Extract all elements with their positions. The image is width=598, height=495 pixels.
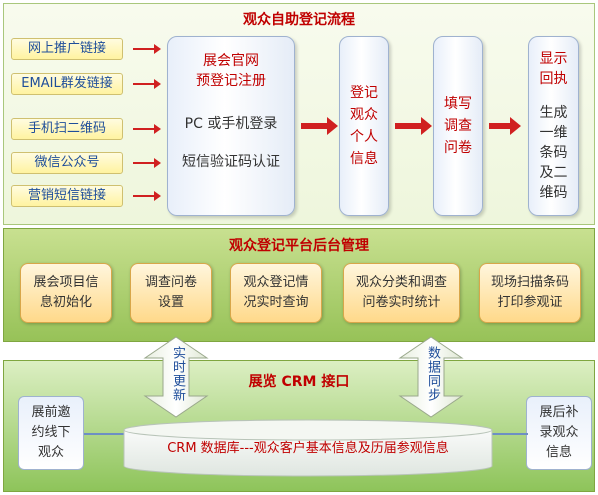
module-line: 观众登记情 bbox=[243, 275, 309, 290]
pre-show-invite-box: 展前邀约线下观众 bbox=[18, 396, 84, 470]
flow-arrow bbox=[301, 117, 338, 135]
module-survey-setup: 调查问卷设置 bbox=[130, 263, 212, 323]
module-line: 息初始化 bbox=[39, 295, 92, 310]
admin-title: 观众登记平台后台管理 bbox=[229, 238, 369, 254]
register-heading-1: 展会官网 bbox=[203, 53, 259, 69]
module-line: 打印参观证 bbox=[497, 295, 563, 310]
step-survey: 填写调查问卷 bbox=[433, 36, 483, 216]
crm-database-text: CRM 数据库---观众客户基本信息及历届参观信息 bbox=[167, 441, 449, 456]
source-arrow bbox=[133, 158, 161, 168]
module-statistics: 观众分类和调查问卷实时统计 bbox=[343, 263, 460, 323]
data-sync-arrow bbox=[398, 336, 464, 418]
module-line: 问卷实时统计 bbox=[362, 295, 441, 310]
source-online-link: 网上推广链接 bbox=[11, 38, 123, 60]
crm-database-label: CRM 数据库---观众客户基本信息及历届参观信息 bbox=[122, 437, 494, 456]
module-project-init: 展会项目信息初始化 bbox=[20, 263, 112, 323]
module-badge-print: 现场扫描条码打印参观证 bbox=[479, 263, 581, 323]
realtime-update-arrow bbox=[143, 336, 209, 418]
connector-right bbox=[488, 433, 528, 435]
crm-database-cylinder bbox=[123, 419, 493, 477]
crm-title: 展览 CRM 接口 bbox=[248, 374, 350, 390]
source-arrow bbox=[133, 124, 161, 134]
result-title: 显示回执 bbox=[539, 51, 568, 87]
source-arrow bbox=[133, 191, 161, 201]
self-registration-title: 观众自助登记流程 bbox=[243, 12, 355, 28]
result-box: 显示回执 生成一维条码及二维码 bbox=[528, 36, 579, 216]
module-line: 展会项目信 bbox=[33, 275, 99, 290]
side-line: 录观众 bbox=[539, 425, 579, 440]
connector-left bbox=[84, 433, 128, 435]
side-line: 展后补 bbox=[539, 405, 579, 420]
module-line: 观众分类和调查 bbox=[355, 275, 447, 290]
step-survey-label: 填写调查问卷 bbox=[444, 96, 472, 156]
side-line: 观众 bbox=[37, 445, 64, 460]
side-line: 信息 bbox=[545, 445, 572, 460]
result-text: 生成一维条码及二维码 bbox=[539, 105, 568, 201]
module-line: 调查问卷 bbox=[144, 275, 197, 290]
step-personal-info: 登记观众个人信息 bbox=[339, 36, 389, 216]
register-box: 展会官网 预登记注册 PC 或手机登录 短信验证码认证 bbox=[167, 36, 295, 216]
register-heading-2: 预登记注册 bbox=[196, 73, 266, 89]
source-sms-link: 营销短信链接 bbox=[11, 185, 123, 207]
source-arrow bbox=[133, 44, 161, 54]
post-show-entry-box: 展后补录观众信息 bbox=[526, 396, 592, 470]
source-arrow bbox=[133, 79, 161, 89]
register-sms: 短信验证码认证 bbox=[182, 154, 280, 170]
realtime-update-label: 实时更新 bbox=[170, 346, 185, 402]
module-line: 现场扫描条码 bbox=[490, 275, 569, 290]
flow-arrow bbox=[489, 117, 521, 135]
module-realtime-query: 观众登记情况实时查询 bbox=[230, 263, 322, 323]
module-line: 况实时查询 bbox=[243, 295, 309, 310]
data-sync-label: 数据同步 bbox=[425, 346, 440, 402]
step-personal-info-label: 登记观众个人信息 bbox=[350, 85, 378, 167]
register-login: PC 或手机登录 bbox=[184, 116, 278, 132]
side-line: 展前邀 bbox=[31, 405, 71, 420]
side-line: 约线下 bbox=[31, 425, 71, 440]
source-email-link: EMAIL群发链接 bbox=[11, 73, 123, 95]
module-line: 设置 bbox=[157, 295, 184, 310]
flow-arrow bbox=[395, 117, 432, 135]
source-qr-scan: 手机扫二维码 bbox=[11, 118, 123, 140]
source-wechat: 微信公众号 bbox=[11, 152, 123, 174]
